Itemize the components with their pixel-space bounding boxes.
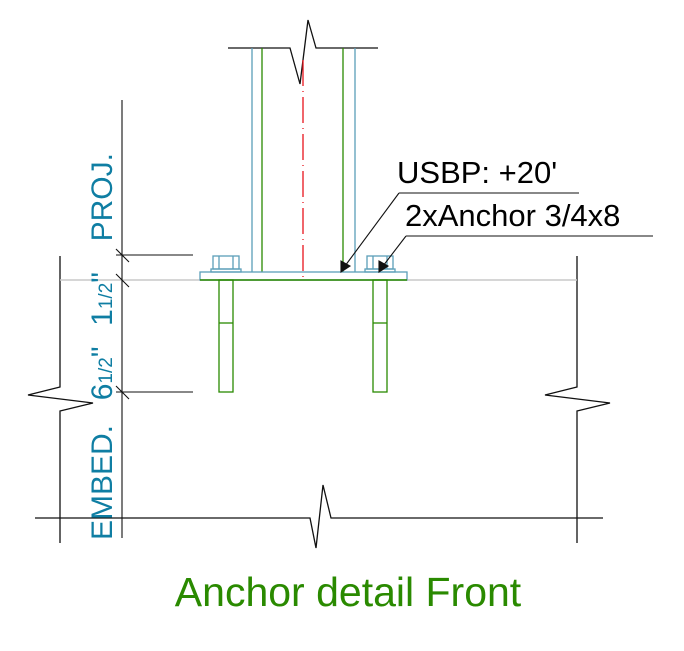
drawing-title: Anchor detail Front <box>174 569 522 615</box>
anchor-right <box>364 255 396 393</box>
embed-unit: " <box>86 346 119 358</box>
proj-fraction: 1/2 <box>96 282 117 310</box>
break-lines <box>27 19 611 549</box>
foundation-right-edge <box>544 256 611 543</box>
anchor-left <box>210 255 242 393</box>
dimension-lines <box>115 100 193 538</box>
embed-whole: 6 <box>86 383 119 401</box>
proj-unit: " <box>86 272 119 283</box>
anchor-callout: 2xAnchor 3/4x8 <box>405 198 621 233</box>
base-plate-callout: USBP: +20' <box>397 155 558 190</box>
column <box>251 48 356 280</box>
column-break-line <box>228 19 378 85</box>
foundation-left-edge <box>27 256 94 543</box>
proj-whole: 1 <box>86 309 119 326</box>
proj-label: PROJ. <box>86 153 119 242</box>
leaders <box>340 192 653 274</box>
embed-fraction: 1/2 <box>96 357 117 384</box>
foundation-bottom-line <box>35 484 603 549</box>
embed-label: EMBED. <box>86 424 119 540</box>
dimension-text: EMBED. 61/2" 11/2" PROJ. <box>86 153 124 540</box>
